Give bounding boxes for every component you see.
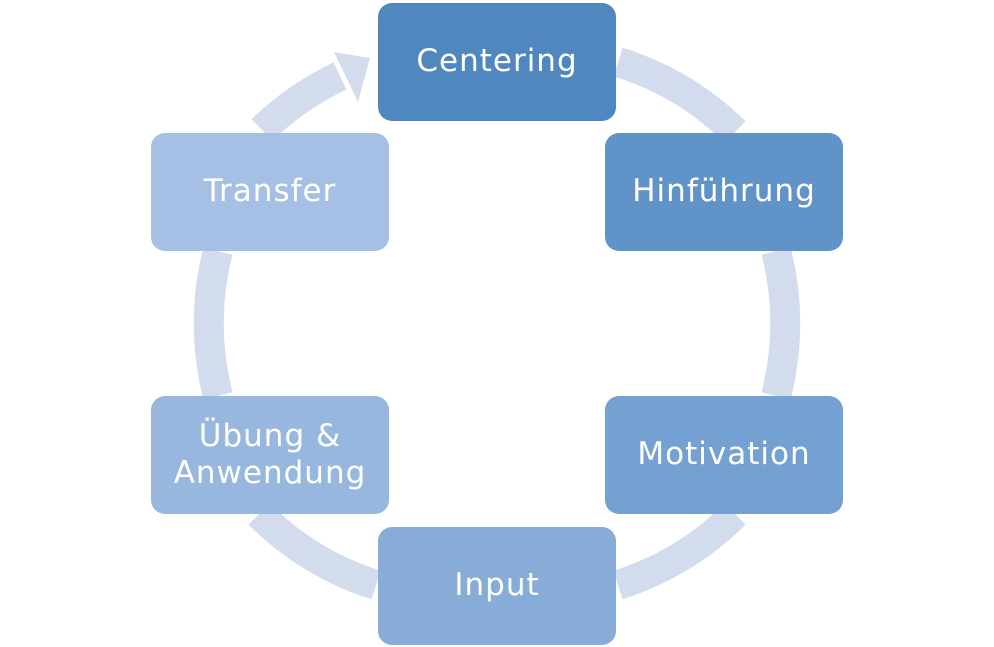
cycle-arc	[761, 247, 801, 400]
cycle-stage-transfer: Transfer	[151, 133, 389, 251]
cycle-arrowhead	[334, 52, 370, 102]
stage-label: Centering	[416, 43, 578, 80]
cycle-arc	[251, 62, 347, 141]
stage-label: Transfer	[203, 173, 337, 210]
cycle-stage-input: Input	[378, 527, 616, 645]
cycle-arc	[248, 503, 381, 600]
stage-label: Input	[454, 567, 540, 604]
cycle-stage-motivation: Motivation	[605, 396, 843, 514]
cycle-arc	[613, 503, 746, 600]
cycle-arc	[613, 47, 746, 143]
stage-label: Motivation	[637, 436, 811, 473]
cycle-arc	[193, 247, 233, 400]
stage-label: Hinführung	[632, 173, 816, 210]
cycle-stage-uebung-anwendung: Übung & Anwendung	[151, 396, 389, 514]
stage-label: Übung & Anwendung	[173, 417, 367, 491]
cycle-stage-centering: Centering	[378, 3, 616, 121]
cycle-stage-hinfuehrung: Hinführung	[605, 133, 843, 251]
